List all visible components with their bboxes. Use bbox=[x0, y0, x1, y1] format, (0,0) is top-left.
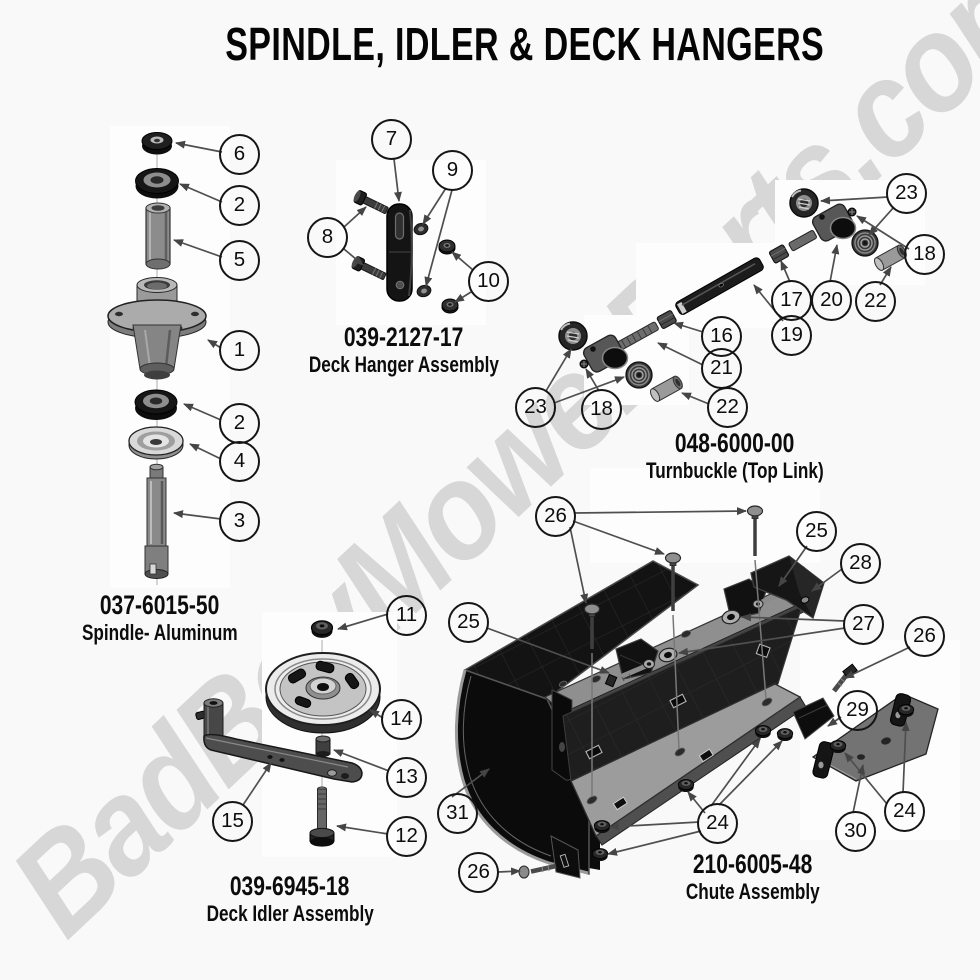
callout-8: 8 bbox=[307, 217, 348, 258]
left-eye-body-part bbox=[582, 334, 629, 373]
callout-25: 25 bbox=[448, 602, 489, 643]
callout-26: 26 bbox=[458, 852, 499, 893]
callout-26: 26 bbox=[904, 616, 945, 657]
idler-pulley-part bbox=[265, 652, 381, 734]
callout-11: 11 bbox=[386, 595, 427, 636]
bearing-part-bottom bbox=[134, 389, 178, 420]
callout-12: 12 bbox=[386, 816, 427, 857]
deck-idler-name: Deck Idler Assembly bbox=[206, 901, 374, 926]
callout-19: 19 bbox=[771, 315, 812, 356]
callout-4: 4 bbox=[219, 441, 260, 482]
callout-5: 5 bbox=[219, 240, 260, 281]
deck-hanger-assembly-drawing bbox=[351, 190, 459, 314]
callout-18: 18 bbox=[904, 234, 945, 275]
label-turnbuckle: 048-6000-00 Turnbuckle (Top Link) bbox=[545, 428, 925, 484]
callout-arrows bbox=[173, 140, 911, 876]
deck-hanger-name: Deck Hanger Assembly bbox=[308, 352, 500, 377]
deck-idler-part-number: 039-6945-18 bbox=[230, 871, 350, 901]
bracket-30 bbox=[811, 693, 939, 782]
turnbuckle-name: Turnbuckle (Top Link) bbox=[646, 458, 824, 483]
jam-nut-17-part bbox=[768, 244, 790, 264]
screw-18-left bbox=[579, 359, 589, 369]
chute-part-number: 210-6005-48 bbox=[693, 849, 813, 879]
turnbuckle-part-number: 048-6000-00 bbox=[675, 428, 795, 458]
spacer-tube-part bbox=[145, 202, 171, 270]
chute-foot bbox=[550, 835, 581, 879]
spacer-13-part bbox=[315, 735, 331, 757]
threaded-bearing-left bbox=[625, 361, 653, 389]
hanger-washers-part bbox=[413, 222, 432, 298]
spindle-shaft-part bbox=[144, 463, 169, 579]
page-title: SPINDLE, IDLER & DECK HANGERS bbox=[225, 18, 825, 70]
bracket-29 bbox=[792, 697, 835, 740]
callout-18: 18 bbox=[581, 389, 622, 430]
turnbuckle-drawing bbox=[558, 188, 907, 402]
callout-30: 30 bbox=[835, 811, 876, 852]
hanger-bolt-part-upper bbox=[353, 190, 389, 214]
callout-2: 2 bbox=[219, 185, 260, 226]
label-deck-idler: 039-6945-18 Deck Idler Assembly bbox=[100, 871, 480, 927]
callout-10: 10 bbox=[468, 261, 509, 302]
callout-28: 28 bbox=[840, 543, 881, 584]
callout-2: 2 bbox=[219, 403, 260, 444]
threaded-bearing-right bbox=[851, 229, 879, 257]
callout-23: 23 bbox=[515, 387, 556, 428]
spindle-housing-part bbox=[107, 277, 207, 380]
callout-27: 27 bbox=[843, 604, 884, 645]
seal-cap-part bbox=[141, 132, 173, 155]
callout-9: 9 bbox=[432, 150, 473, 191]
callout-14: 14 bbox=[381, 699, 422, 740]
callout-24: 24 bbox=[697, 803, 738, 844]
callout-22: 22 bbox=[707, 387, 748, 428]
callout-7: 7 bbox=[371, 119, 412, 160]
rod-part bbox=[675, 257, 764, 315]
bushing-22-left bbox=[649, 375, 683, 402]
callout-1: 1 bbox=[219, 330, 260, 371]
idler-bolt-12-part bbox=[309, 786, 335, 847]
callout-23: 23 bbox=[886, 173, 927, 214]
hanger-plate-left bbox=[604, 638, 659, 688]
chute-name: Chute Assembly bbox=[686, 879, 820, 904]
hanger-strap-part bbox=[386, 203, 413, 302]
callout-26: 26 bbox=[535, 496, 576, 537]
dust-cap-part bbox=[128, 426, 184, 460]
bearing-23-right bbox=[789, 188, 819, 218]
deck-hanger-part-number: 039-2127-17 bbox=[344, 322, 464, 352]
label-spindle: 037-6015-50 Spindle- Aluminum bbox=[0, 590, 350, 646]
label-deck-hanger: 039-2127-17 Deck Hanger Assembly bbox=[214, 322, 594, 378]
right-stub-rod bbox=[788, 230, 817, 252]
callout-15: 15 bbox=[212, 801, 253, 842]
bracket-28 bbox=[750, 555, 825, 620]
callout-3: 3 bbox=[219, 501, 260, 542]
callout-31: 31 bbox=[437, 793, 478, 834]
idler-arm-part bbox=[195, 698, 363, 783]
spindle-part-number: 037-6015-50 bbox=[100, 590, 220, 620]
screw-18-right bbox=[847, 207, 857, 217]
chute-back-wall bbox=[562, 605, 803, 782]
bolt-26-bottom-left bbox=[518, 863, 557, 879]
jam-nut-16-part bbox=[656, 310, 677, 330]
deck-idler-assembly-drawing bbox=[195, 620, 381, 847]
callout-24: 24 bbox=[884, 791, 925, 832]
spindle-assembly-drawing bbox=[107, 132, 207, 585]
callout-13: 13 bbox=[386, 757, 427, 798]
hanger-nuts-part bbox=[438, 239, 459, 314]
label-chute: 210-6005-48 Chute Assembly bbox=[563, 849, 943, 905]
callout-29: 29 bbox=[837, 690, 878, 731]
callout-22: 22 bbox=[855, 281, 896, 322]
callout-21: 21 bbox=[701, 348, 742, 389]
spindle-name: Spindle- Aluminum bbox=[82, 620, 238, 645]
callout-6: 6 bbox=[219, 134, 260, 175]
callout-25: 25 bbox=[796, 511, 837, 552]
bearing-part-top bbox=[135, 168, 179, 199]
chute-assembly-drawing bbox=[454, 505, 939, 879]
carriage-bolts-top bbox=[583, 505, 767, 797]
callout-20: 20 bbox=[811, 280, 852, 321]
